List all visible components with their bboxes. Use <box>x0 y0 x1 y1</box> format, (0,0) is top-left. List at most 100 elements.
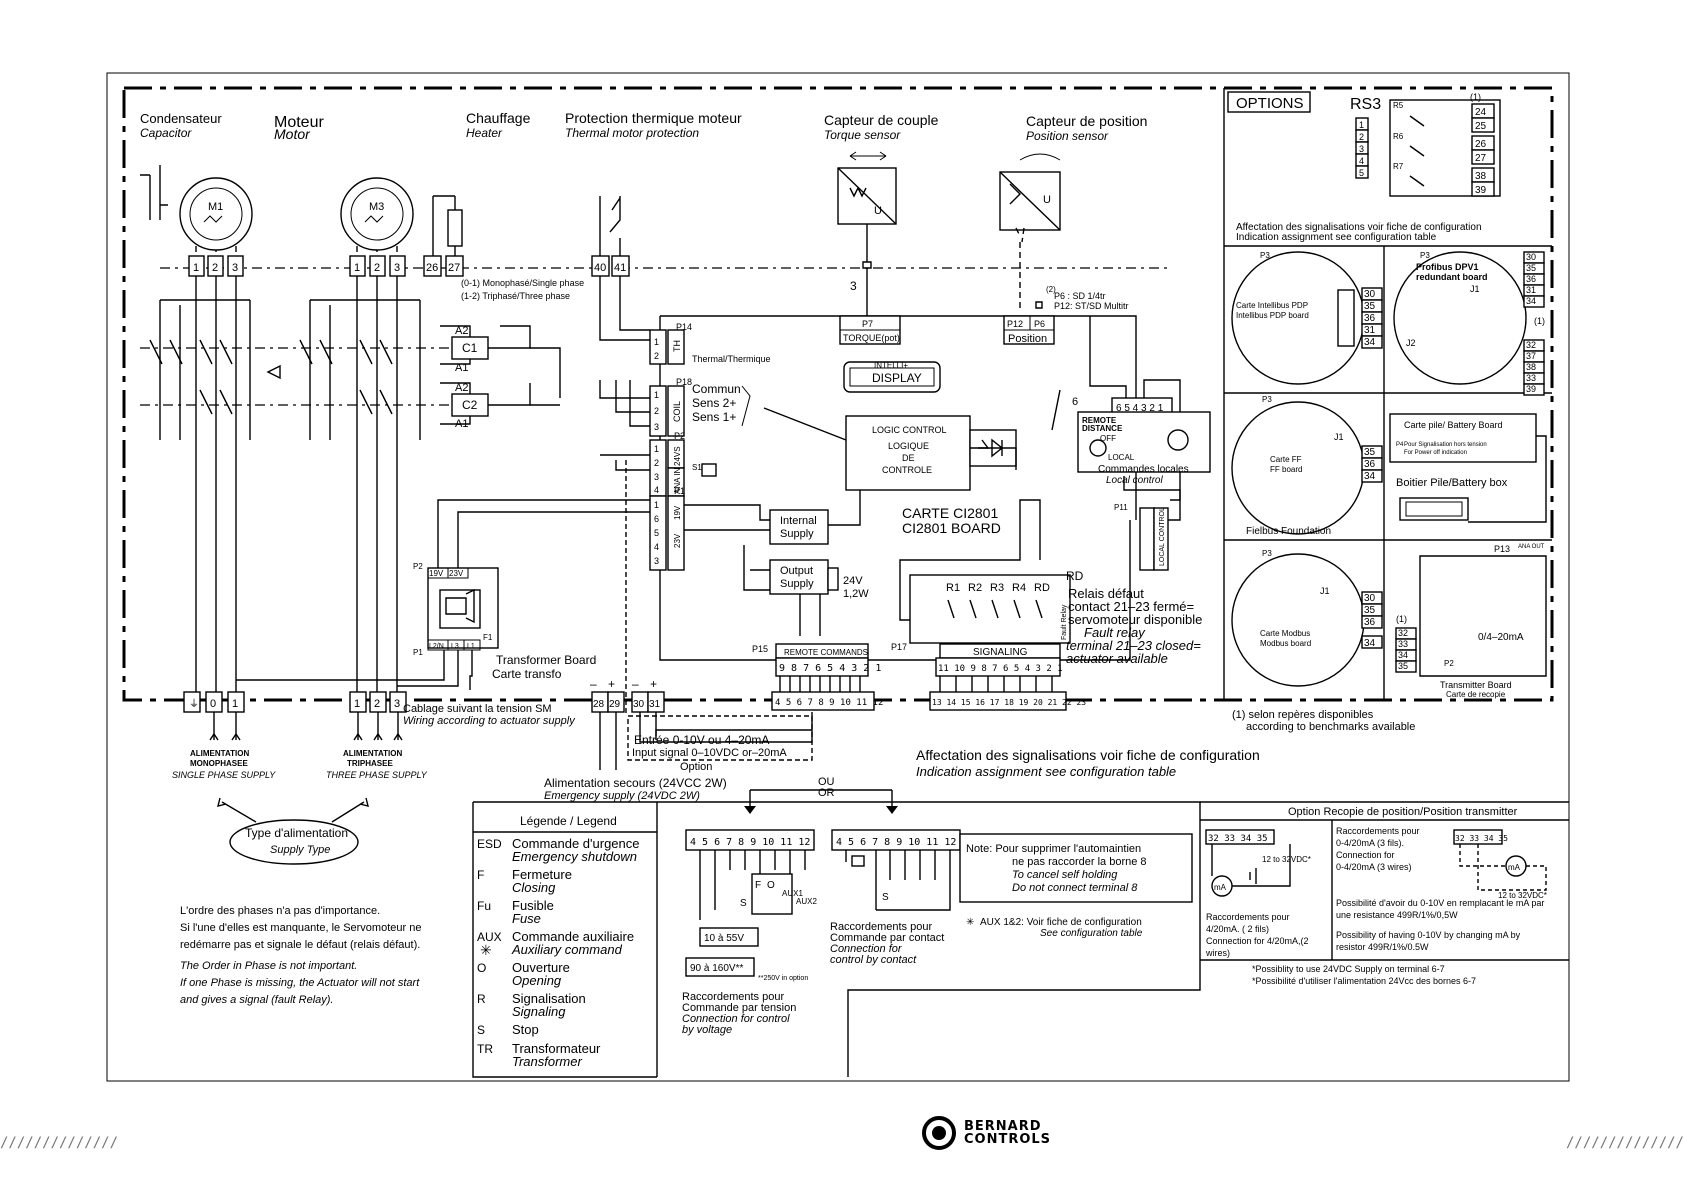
fieldbus-label: Fielbus Foundation <box>1246 526 1331 537</box>
wiring-note-en: Wiring according to actuator supply <box>403 715 576 727</box>
plus-sign: + <box>608 677 615 691</box>
capacitor-subtitle: Capacitor <box>140 126 192 140</box>
connector-stack: 12 TH P14 Thermal/Thermique 123 COIL P18… <box>649 322 771 571</box>
intellibus-fr: Carte Intellibus PDP <box>1236 301 1308 310</box>
legend-fr: Signalisation <box>512 991 586 1006</box>
tr-p1: Possibilité d'avoir du 0-10V en remplaca… <box>1336 898 1544 908</box>
motor-terminals-m1: 1 2 3 <box>188 255 244 277</box>
fault-relay-fr2: contact 21–23 fermé= <box>1068 599 1194 614</box>
rs3-pin: 5 <box>1359 168 1364 178</box>
legend-fr: Commande d'urgence <box>512 836 640 851</box>
corner-hatch-right: ////////////// <box>1565 1135 1684 1151</box>
r5-label: R5 <box>1393 101 1404 110</box>
mono-supply-l2: MONOPHASEE <box>190 759 248 768</box>
tri-supply-l1: ALIMENTATION <box>343 749 402 758</box>
ff-term-box <box>1361 469 1383 483</box>
vc-note: **250V in option <box>758 975 808 982</box>
motor-terminals-m3: 1 2 3 <box>349 255 406 277</box>
three-phase-note: (1-2) Triphasé/Three phase <box>461 291 570 301</box>
torque-u: U <box>874 205 882 217</box>
rs3-pin: 1 <box>1359 120 1364 130</box>
local-off: OFF <box>1100 434 1116 443</box>
open-close-knob[interactable] <box>1167 429 1189 451</box>
logic-l2: LOGIQUE <box>888 441 929 451</box>
local-remote-selector[interactable] <box>1089 439 1107 457</box>
brand-line-1: BERNARD <box>964 1119 1042 1134</box>
p18-label: P18 <box>676 377 692 387</box>
mono-supply-l3: SINGLE PHASE SUPPLY <box>172 770 276 780</box>
battery-note-fr: Pour Signalisation hors tension <box>1404 442 1487 448</box>
rs3-terminal: 27 <box>1475 153 1487 164</box>
emergency-supply-en: Emergency supply (24VDC 2W) <box>544 790 700 802</box>
rs3-term-box <box>1471 181 1495 197</box>
wiring-note-fr: Cablage suivant la tension SM <box>403 703 552 715</box>
profibus-term-34: 34 <box>1526 296 1536 306</box>
sens2-label: Sens 2+ <box>692 396 736 410</box>
torque-sensor: U 3 <box>837 151 897 316</box>
relay-r1: R1 <box>946 582 960 594</box>
legend-fr: Stop <box>512 1022 539 1037</box>
legend-code: R <box>477 992 486 1006</box>
output-supply: Output Supply 24V 1,2W <box>743 545 869 636</box>
thermal-title: Protection thermique moteur <box>565 110 742 126</box>
torque-title: Capteur de couple <box>824 112 939 128</box>
position-connector-label: Position <box>1008 333 1047 345</box>
terminal-29: 29 <box>609 699 621 710</box>
tr-ma-left: mA <box>1214 883 1227 892</box>
23v-label: 23V <box>673 533 682 548</box>
minus-sign-2: – <box>632 677 639 691</box>
24vs-label: 24VS <box>673 446 682 466</box>
legend-en: Transformer <box>512 1054 582 1069</box>
signaling-label: SIGNALING <box>973 647 1028 658</box>
logic-control: LOGIC CONTROL LOGIQUE DE CONTROLE <box>763 407 1017 491</box>
profibus-p3: P3 <box>1420 251 1430 260</box>
motor-m1-symbol <box>179 177 253 251</box>
position-title: Capteur de position <box>1026 113 1147 129</box>
transmitter-ana-out: ANA OUT <box>1518 544 1545 550</box>
s1-label: S1 <box>692 463 702 472</box>
phase-order-fr2: Si l'une d'elles est manquante, le Servo… <box>180 922 421 934</box>
vc-range1: 10 à 55V <box>704 933 744 944</box>
p1-pin-6: 6 <box>654 514 659 524</box>
a1-label: A1 <box>455 362 468 374</box>
supply-terminals: ⏚ 0 1 1 2 3 28 29 30 31 – + – + <box>183 677 813 770</box>
battery-p4: P4 <box>1396 442 1404 448</box>
legend-fr: Transformateur <box>512 1041 601 1056</box>
modbus-p3: P3 <box>1262 549 1272 558</box>
p6-note: P6 : SD 1/4tr <box>1054 291 1106 301</box>
a2-label: A2 <box>455 382 468 394</box>
heater-terminals: 26 27 <box>423 195 464 277</box>
vc-fr1: Raccordements pour <box>682 991 784 1003</box>
aux-star-icon: ✳ <box>480 942 492 958</box>
fault-relay-en1: Fault relay <box>1084 625 1146 640</box>
motor-m3-symbol <box>340 177 414 251</box>
local-control-en: Local control <box>1106 475 1163 486</box>
phase-order-fr3: redémarre pas et signale le défaut (rela… <box>180 939 420 951</box>
p14-label: P14 <box>676 322 692 332</box>
terminal-1-bottom: 1 <box>232 698 238 710</box>
tr-r8: 0-4/20mA (3 wires) <box>1336 862 1412 872</box>
output-supply-l2: Supply <box>780 578 814 590</box>
capacitor-title: Condensateur <box>140 111 222 126</box>
s1-switch[interactable] <box>701 463 717 477</box>
supply-24v: 24V <box>843 575 863 587</box>
contact-terms: 4 5 6 7 8 9 10 11 12 <box>836 837 956 848</box>
rs3-pin-box <box>1355 165 1369 179</box>
voltage-control-wiring: 4 5 6 7 8 9 10 11 12 F O S AUX1 AUX2 10 … <box>682 829 817 1036</box>
p1-pin-5: 5 <box>654 528 659 538</box>
vc-aux1: AUX1 <box>782 889 803 898</box>
connector-p7: P7 TORQUE(pot) <box>839 315 901 345</box>
tr-p2: une resistance 499R/1%/0,5W <box>1336 910 1458 920</box>
profibus-term-39: 39 <box>1526 384 1536 394</box>
modbus-j1: J1 <box>1320 586 1330 596</box>
phase-order-fr1: L'ordre des phases n'a pas d'importance. <box>180 905 380 917</box>
rs3-pin: 2 <box>1359 132 1364 142</box>
transmitter-term-box <box>1395 660 1417 673</box>
rs3-term-box <box>1471 149 1495 165</box>
tr-f1: *Possiblity to use 24VDC Supply on termi… <box>1252 964 1445 974</box>
internal-supply-l1: Internal <box>780 515 817 527</box>
terminal-2: 2 <box>212 262 218 274</box>
capacitor-c2: C2 A2 A1 <box>440 382 531 430</box>
legend-fr: Fusible <box>512 898 554 913</box>
